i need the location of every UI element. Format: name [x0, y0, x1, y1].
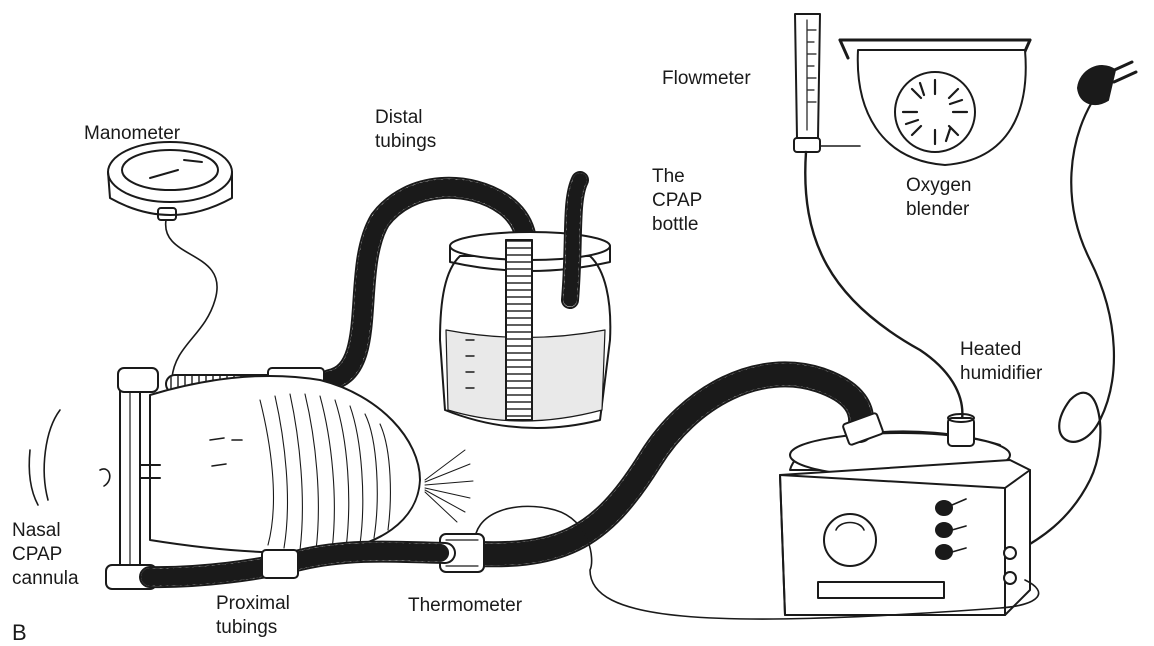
- flowmeter-label: Flowmeter: [662, 67, 751, 91]
- distal-tubings-label: Distal tubings: [375, 106, 436, 154]
- proximal-tubings-icon: [150, 550, 445, 578]
- thermometer-label: Thermometer: [408, 594, 522, 618]
- oxygen-blender-label: Oxygen blender: [906, 174, 971, 222]
- infant-head-icon: [29, 376, 473, 553]
- nasal-cpap-cannula-label: Nasal CPAP cannula: [12, 519, 79, 591]
- heated-humidifier-label: Heated humidifier: [960, 338, 1042, 386]
- heated-humidifier-icon: [780, 414, 1030, 615]
- proximal-tubings-label: Proximal tubings: [216, 592, 290, 640]
- panel-letter: B: [12, 621, 27, 645]
- manometer-icon: [108, 142, 232, 378]
- cpap-bottle-label: The CPAP bottle: [652, 165, 702, 237]
- manometer-label: Manometer: [84, 122, 180, 146]
- oxygen-blender-icon: [840, 40, 1030, 165]
